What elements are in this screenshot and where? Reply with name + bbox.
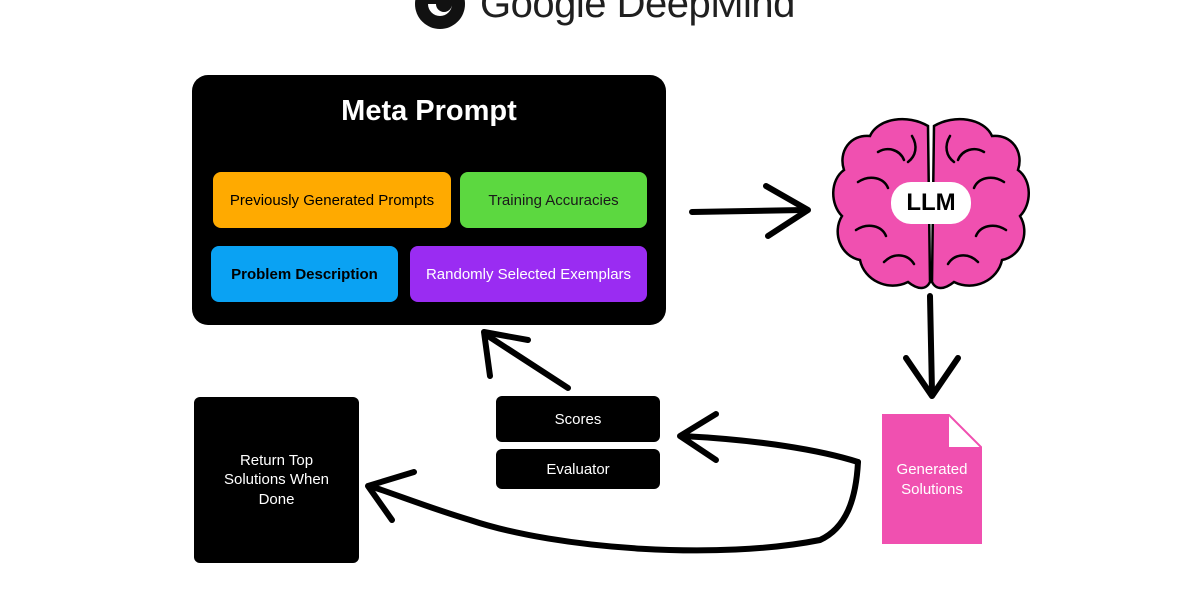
randomly-selected-exemplars-chip: Randomly Selected Exemplars bbox=[410, 246, 647, 302]
arrow-llm-to-solutions bbox=[927, 293, 935, 395]
document-icon bbox=[882, 411, 985, 544]
arrow-scores-to-meta bbox=[485, 333, 571, 391]
deepmind-logo-icon bbox=[415, 0, 465, 29]
problem-description-chip: Problem Description bbox=[211, 246, 398, 302]
evaluator-box: Evaluator bbox=[496, 449, 660, 489]
brain-icon bbox=[832, 118, 1030, 290]
generated-solutions-node: Generated Solutions bbox=[882, 411, 985, 544]
meta-prompt-title: Meta Prompt bbox=[341, 95, 517, 127]
logo: Google DeepMind bbox=[414, 0, 795, 30]
previously-generated-prompts-chip: Previously Generated Prompts bbox=[213, 172, 451, 228]
return-top-solutions-box: Return Top Solutions When Done bbox=[194, 397, 359, 563]
llm-node: LLM bbox=[828, 112, 1034, 298]
scores-box: Scores bbox=[496, 396, 660, 442]
training-accuracies-chip: Training Accuracies bbox=[460, 172, 647, 228]
logo-text: Google DeepMind bbox=[480, 0, 795, 26]
arrow-meta-to-llm bbox=[689, 207, 807, 215]
arrow-solutions-to-return bbox=[367, 459, 861, 554]
llm-label: LLM bbox=[891, 182, 971, 224]
arrow-solutions-to-scores bbox=[679, 433, 861, 465]
meta-prompt-box: Meta Prompt Previously Generated Prompts… bbox=[192, 75, 666, 325]
generated-solutions-label: Generated Solutions bbox=[896, 461, 968, 498]
